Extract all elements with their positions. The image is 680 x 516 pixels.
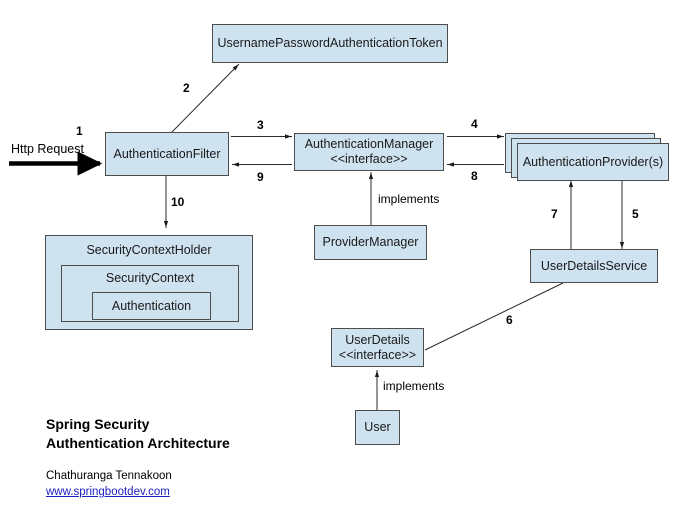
edge-step-3-label: 3 <box>257 118 264 132</box>
diagram-source-link[interactable]: www.springbootdev.com <box>46 486 170 498</box>
edge-step-8-label: 8 <box>471 169 478 183</box>
node-user-details[interactable]: UserDetails <<interface>> <box>331 328 424 367</box>
node-label: AuthenticationProvider(s) <box>522 154 664 169</box>
node-label: UserDetails <box>345 332 410 347</box>
node-provider-manager[interactable]: ProviderManager <box>314 225 427 260</box>
node-authentication-filter[interactable]: AuthenticationFilter <box>105 132 229 176</box>
edge-uds-to-userdetails <box>424 282 564 351</box>
node-label: User <box>364 420 391 435</box>
edge-step-10-label: 10 <box>171 195 185 209</box>
edge-step-2-label: 2 <box>183 81 190 95</box>
node-security-context-holder[interactable]: SecurityContextHolder SecurityContext Au… <box>45 235 253 330</box>
diagram-title: Spring Security Authentication Architect… <box>46 415 230 453</box>
node-user[interactable]: User <box>355 410 400 445</box>
node-authentication-provider[interactable]: AuthenticationProvider(s) <box>517 143 669 181</box>
node-label-group: UserDetails <<interface>> <box>339 333 416 363</box>
security-context-holder-label: SecurityContextHolder <box>86 243 212 257</box>
node-authentication[interactable]: Authentication <box>92 292 211 320</box>
node-label-group: AuthenticationManager <<interface>> <box>305 137 434 167</box>
edge-step-9-label: 9 <box>257 170 264 184</box>
diagram-title-line1: Spring Security <box>46 416 150 432</box>
edge-filter-to-token <box>170 63 240 134</box>
edge-step-7-label: 7 <box>551 207 558 221</box>
node-user-details-service[interactable]: UserDetailsService <box>530 249 658 283</box>
node-security-context[interactable]: SecurityContext Authentication <box>61 265 239 322</box>
node-label: UserDetailsService <box>540 258 648 273</box>
node-label: ProviderManager <box>322 235 419 250</box>
user-implements-label: implements <box>383 379 445 393</box>
provider-manager-implements-label: implements <box>378 192 440 206</box>
node-label: AuthenticationManager <box>304 137 434 152</box>
node-stereotype: <<interface>> <box>338 347 417 362</box>
http-request-label: Http Request <box>11 142 84 156</box>
diagram-author: Chathuranga Tennakoon <box>46 470 172 482</box>
edge-step-5-label: 5 <box>632 207 639 221</box>
node-label: UsernamePasswordAuthenticationToken <box>217 36 443 51</box>
node-label: AuthenticationFilter <box>113 146 221 161</box>
edge-step-6-label: 6 <box>506 313 513 327</box>
edge-step-1-label: 1 <box>76 124 83 138</box>
security-context-label: SecurityContext <box>105 271 195 285</box>
diagram-title-line2: Authentication Architecture <box>46 434 230 451</box>
node-authentication-manager[interactable]: AuthenticationManager <<interface>> <box>294 133 444 171</box>
node-stereotype: <<interface>> <box>330 152 408 166</box>
node-username-password-authentication-token[interactable]: UsernamePasswordAuthenticationToken <box>212 24 448 63</box>
edge-step-4-label: 4 <box>471 117 478 131</box>
node-label: Authentication <box>111 298 192 313</box>
